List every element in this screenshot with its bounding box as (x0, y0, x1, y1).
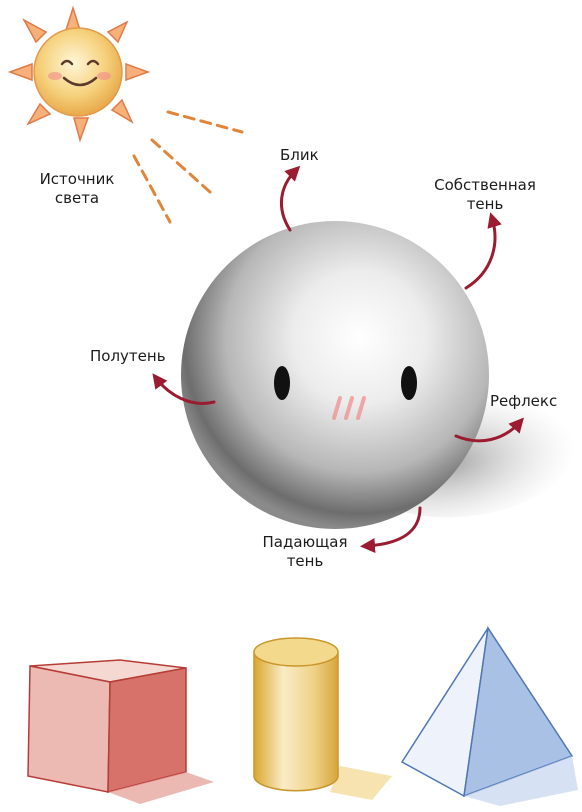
sphere (181, 221, 489, 529)
label-light-source-line2: света (28, 189, 126, 208)
label-own-shadow-line1: Собственная (420, 176, 550, 195)
label-reflex-text: Рефлекс (490, 392, 557, 411)
cube (28, 660, 214, 804)
label-highlight-text: Блик (280, 146, 319, 165)
label-penumbra-text: Полутень (90, 347, 166, 366)
label-own-shadow-line2: тень (420, 195, 550, 214)
label-own-shadow: Собственная тень (420, 176, 550, 214)
label-cast-shadow: Падающая тень (250, 533, 360, 571)
label-light-source: Источник света (28, 170, 126, 208)
cylinder (254, 638, 392, 800)
label-highlight: Блик (280, 146, 319, 165)
sun-icon (10, 8, 148, 140)
pyramid (402, 628, 578, 806)
label-cast-shadow-line2: тень (250, 552, 360, 571)
arrow-highlight (281, 170, 296, 230)
label-light-source-line1: Источник (28, 170, 126, 189)
label-reflex: Рефлекс (490, 392, 557, 411)
label-penumbra: Полутень (90, 347, 166, 366)
label-cast-shadow-line1: Падающая (250, 533, 360, 552)
arrow-own-shadow (466, 218, 495, 288)
light-rays (134, 112, 242, 222)
